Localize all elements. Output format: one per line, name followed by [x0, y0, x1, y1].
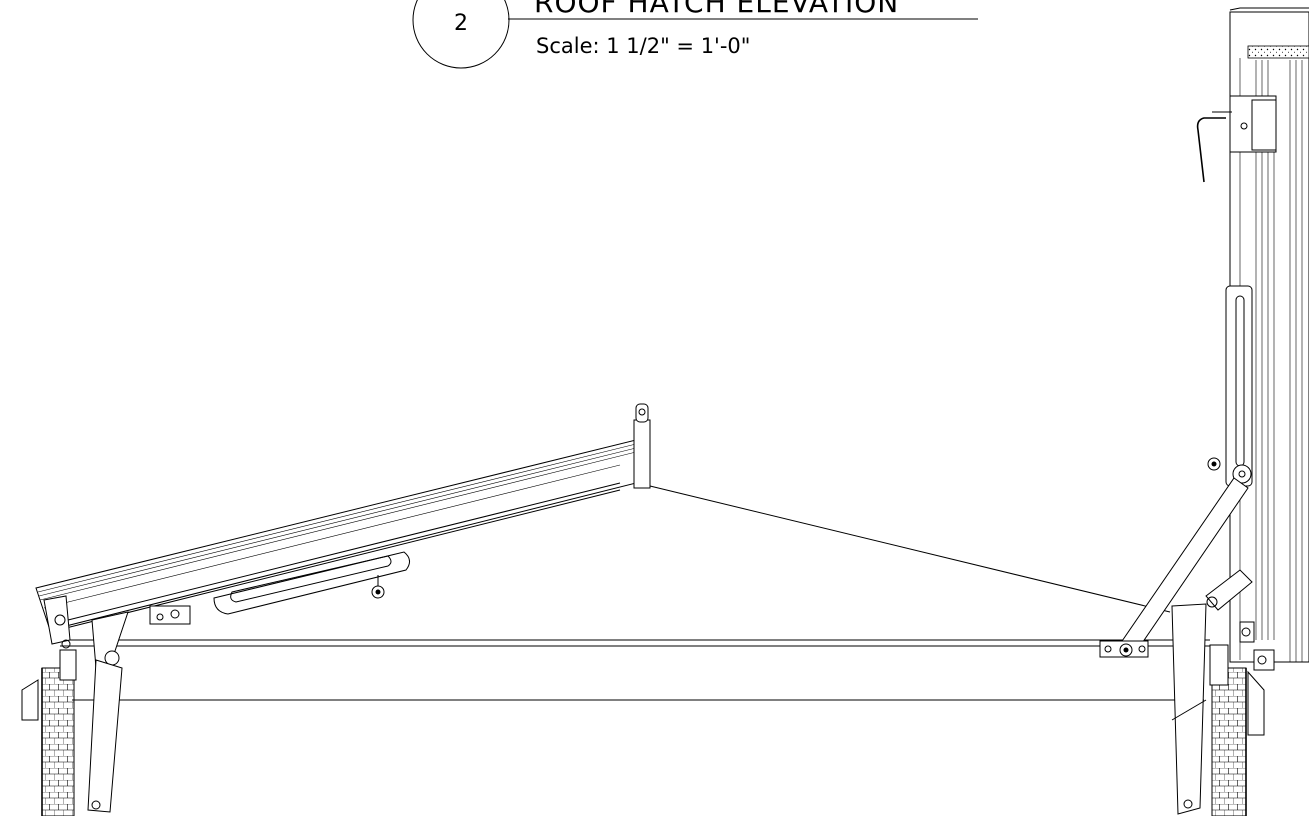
- stay-cable: [649, 485, 1171, 613]
- right-insulation: [1211, 667, 1247, 816]
- left-lid: [35, 403, 651, 813]
- latch-block: [1229, 95, 1277, 153]
- title-block: 2 ROOF HATCH ELEVATION Scale: 1 1/2" = 1…: [412, 0, 978, 69]
- drawing-title: ROOF HATCH ELEVATION: [534, 0, 899, 19]
- detail-number: 2: [454, 11, 468, 36]
- detail-bubble: [412, 0, 510, 69]
- left-curb: [21, 649, 77, 816]
- right-curb: [1209, 644, 1265, 816]
- handle: [1196, 117, 1226, 183]
- lid-post: [633, 419, 651, 489]
- frame-lines: [60, 639, 1210, 704]
- left-insulation: [41, 667, 75, 816]
- drawing-scale: Scale: 1 1/2" = 1'-0": [536, 34, 750, 58]
- gas-spring-housing: [1225, 285, 1253, 487]
- right-lid: [1099, 7, 1309, 815]
